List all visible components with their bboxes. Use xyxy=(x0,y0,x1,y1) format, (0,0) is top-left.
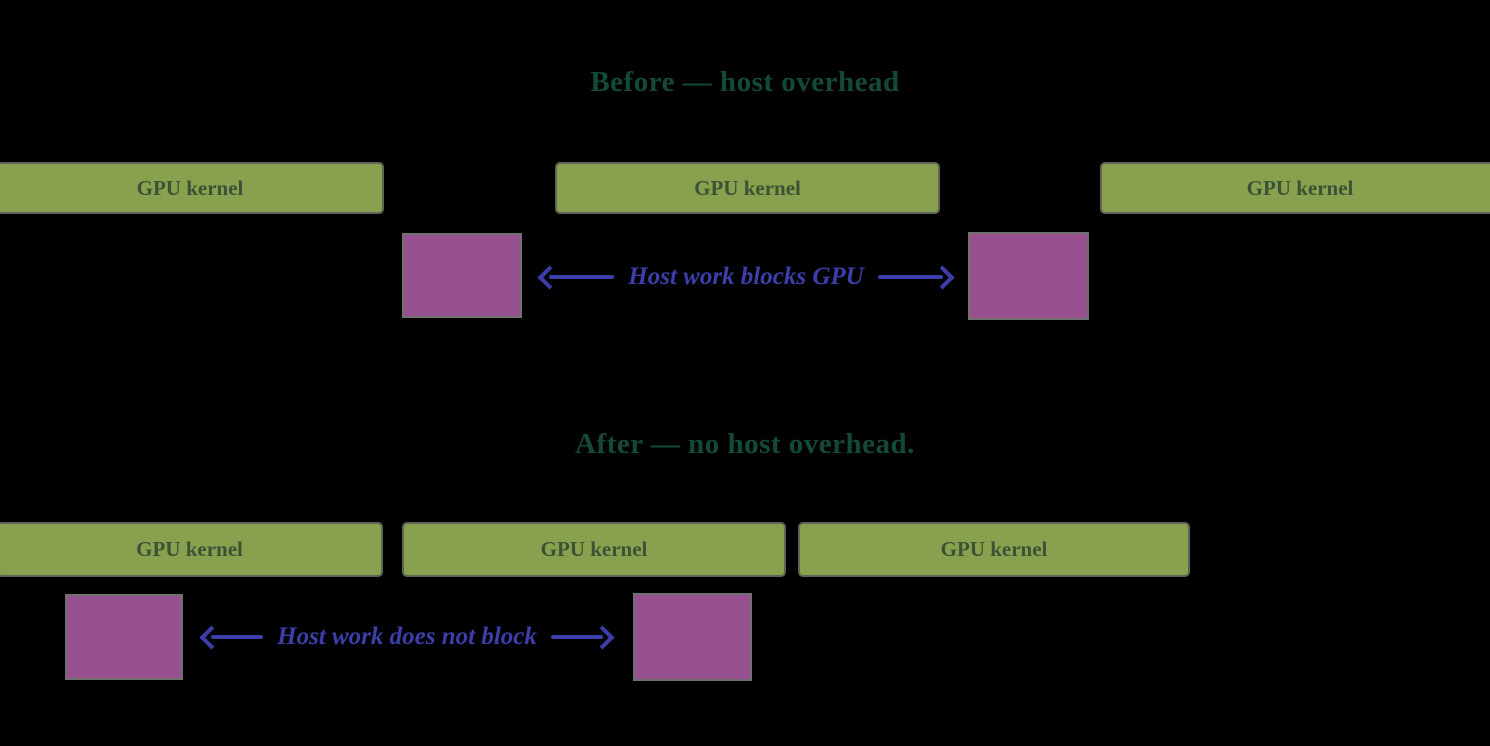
left-arrow xyxy=(537,264,615,290)
before-section-title: Before — host overhead xyxy=(590,66,900,98)
right-arrow xyxy=(877,264,955,290)
arrow-shaft xyxy=(211,635,264,639)
after-section-title: After — no host overhead. xyxy=(575,428,915,460)
arrow-shaft xyxy=(877,275,943,279)
after-host-work-box-2 xyxy=(633,593,752,681)
after-host-work-annotation: Host work does not block xyxy=(199,621,615,653)
gpu-kernel-label: GPU kernel xyxy=(540,537,648,561)
gpu-kernel-label: GPU kernel xyxy=(136,537,243,561)
arrowhead-left-icon xyxy=(199,624,224,650)
arrowhead-right-icon xyxy=(590,624,615,650)
before-gpu-kernel-box-3: GPU kernel xyxy=(1100,162,1490,214)
before-host-work-annotation: Host work blocks GPU xyxy=(537,261,955,293)
arrowhead-right-icon xyxy=(930,264,955,290)
right-arrow xyxy=(550,624,615,650)
arrow-shaft xyxy=(549,275,615,279)
left-arrow xyxy=(199,624,264,650)
after-gpu-kernel-box-2: GPU kernel xyxy=(402,522,786,577)
before-gpu-kernel-box-1: GPU kernel xyxy=(0,162,384,214)
after-host-work-box-1 xyxy=(65,594,183,680)
gpu-kernel-label: GPU kernel xyxy=(1246,175,1354,200)
before-arrow-label: Host work blocks GPU xyxy=(628,263,864,290)
after-gpu-kernel-box-1: GPU kernel xyxy=(0,522,383,577)
before-host-work-box-2 xyxy=(968,232,1089,320)
gpu-kernel-label: GPU kernel xyxy=(136,175,244,200)
after-arrow-label: Host work does not block xyxy=(277,623,537,650)
after-gpu-kernel-box-3: GPU kernel xyxy=(798,522,1190,577)
before-host-work-box-1 xyxy=(402,233,522,318)
arrowhead-left-icon xyxy=(537,264,562,290)
before-gpu-kernel-box-2: GPU kernel xyxy=(555,162,940,214)
gpu-kernel-label: GPU kernel xyxy=(940,537,1048,561)
arrow-shaft xyxy=(550,635,603,639)
gpu-kernel-label: GPU kernel xyxy=(694,175,801,200)
